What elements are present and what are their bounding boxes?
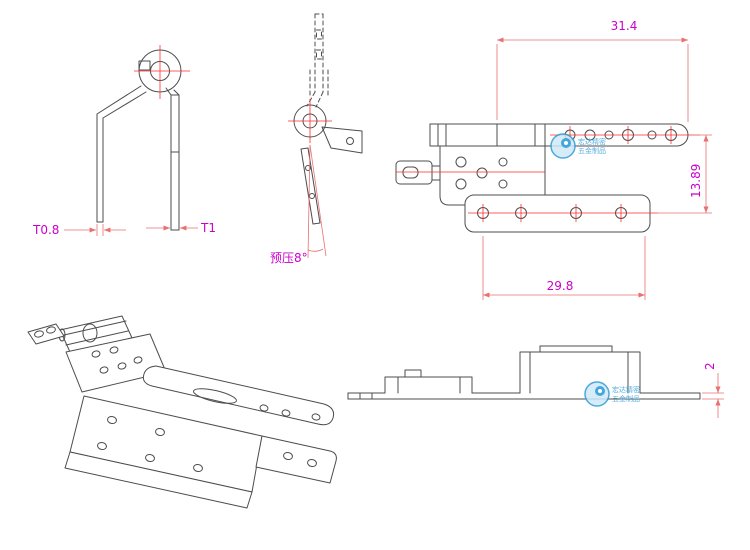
dim-label-t1: T1 <box>200 221 216 235</box>
hinge-barrel <box>288 99 332 143</box>
dim-plate-span: 29.8 <box>482 236 646 300</box>
left-plate <box>96 85 147 223</box>
dim-row-offset: 13.89 <box>658 134 712 214</box>
centerlines <box>396 126 700 222</box>
watermark-text-line1: 宏达精密 <box>578 137 606 146</box>
mount-tab <box>395 160 441 185</box>
front-view: T0.8 T1 <box>32 45 216 237</box>
watermark-swirl-center <box>564 141 568 145</box>
dim-base-thickness: 2 <box>702 362 724 418</box>
base-profile <box>347 345 701 400</box>
dim-preload-angle: 预压8° <box>270 144 327 265</box>
dim-label-13-89: 13.89 <box>689 164 703 198</box>
side-bracket <box>321 126 363 154</box>
watermark-logo-bottom: 宏达精密 五金制品 <box>584 381 640 407</box>
dim-left-thickness: T0.8 <box>32 223 126 237</box>
right-plate <box>165 87 180 231</box>
profile-view: 2 <box>347 345 724 418</box>
dim-label-31-4: 31.4 <box>611 19 638 33</box>
iso-mount-tab <box>27 323 65 345</box>
dim-arm-span: 31.4 <box>496 19 689 122</box>
iso-lower-plate <box>64 395 263 509</box>
isometric-view <box>27 315 337 509</box>
watermark-logo-top: 宏达精密 五金制品 <box>550 133 606 159</box>
tilted-plate <box>300 147 321 225</box>
watermark-swirl-center <box>598 389 602 393</box>
iso-long-arm <box>142 365 335 426</box>
hinge-barrel <box>134 45 190 99</box>
watermark-text-line2: 五金制品 <box>578 146 606 155</box>
iso-lower-arm <box>255 435 337 484</box>
lower-plate <box>464 194 651 233</box>
watermark-text-line2: 五金制品 <box>612 394 640 403</box>
dim-label-t08: T0.8 <box>32 223 59 237</box>
dim-label-2: 2 <box>703 362 717 370</box>
watermark-text-line1: 宏达精密 <box>612 385 640 394</box>
dim-label-preload: 预压8° <box>270 251 308 265</box>
plan-view: 31.4 13.89 29.8 <box>395 19 712 300</box>
dim-label-29-8: 29.8 <box>547 279 574 293</box>
iso-barrel <box>58 315 133 353</box>
phantom-open-plate <box>306 13 329 108</box>
side-view: 预压8° <box>270 13 363 265</box>
knuckle-housing <box>429 123 546 147</box>
dim-right-thickness: T1 <box>146 221 216 235</box>
